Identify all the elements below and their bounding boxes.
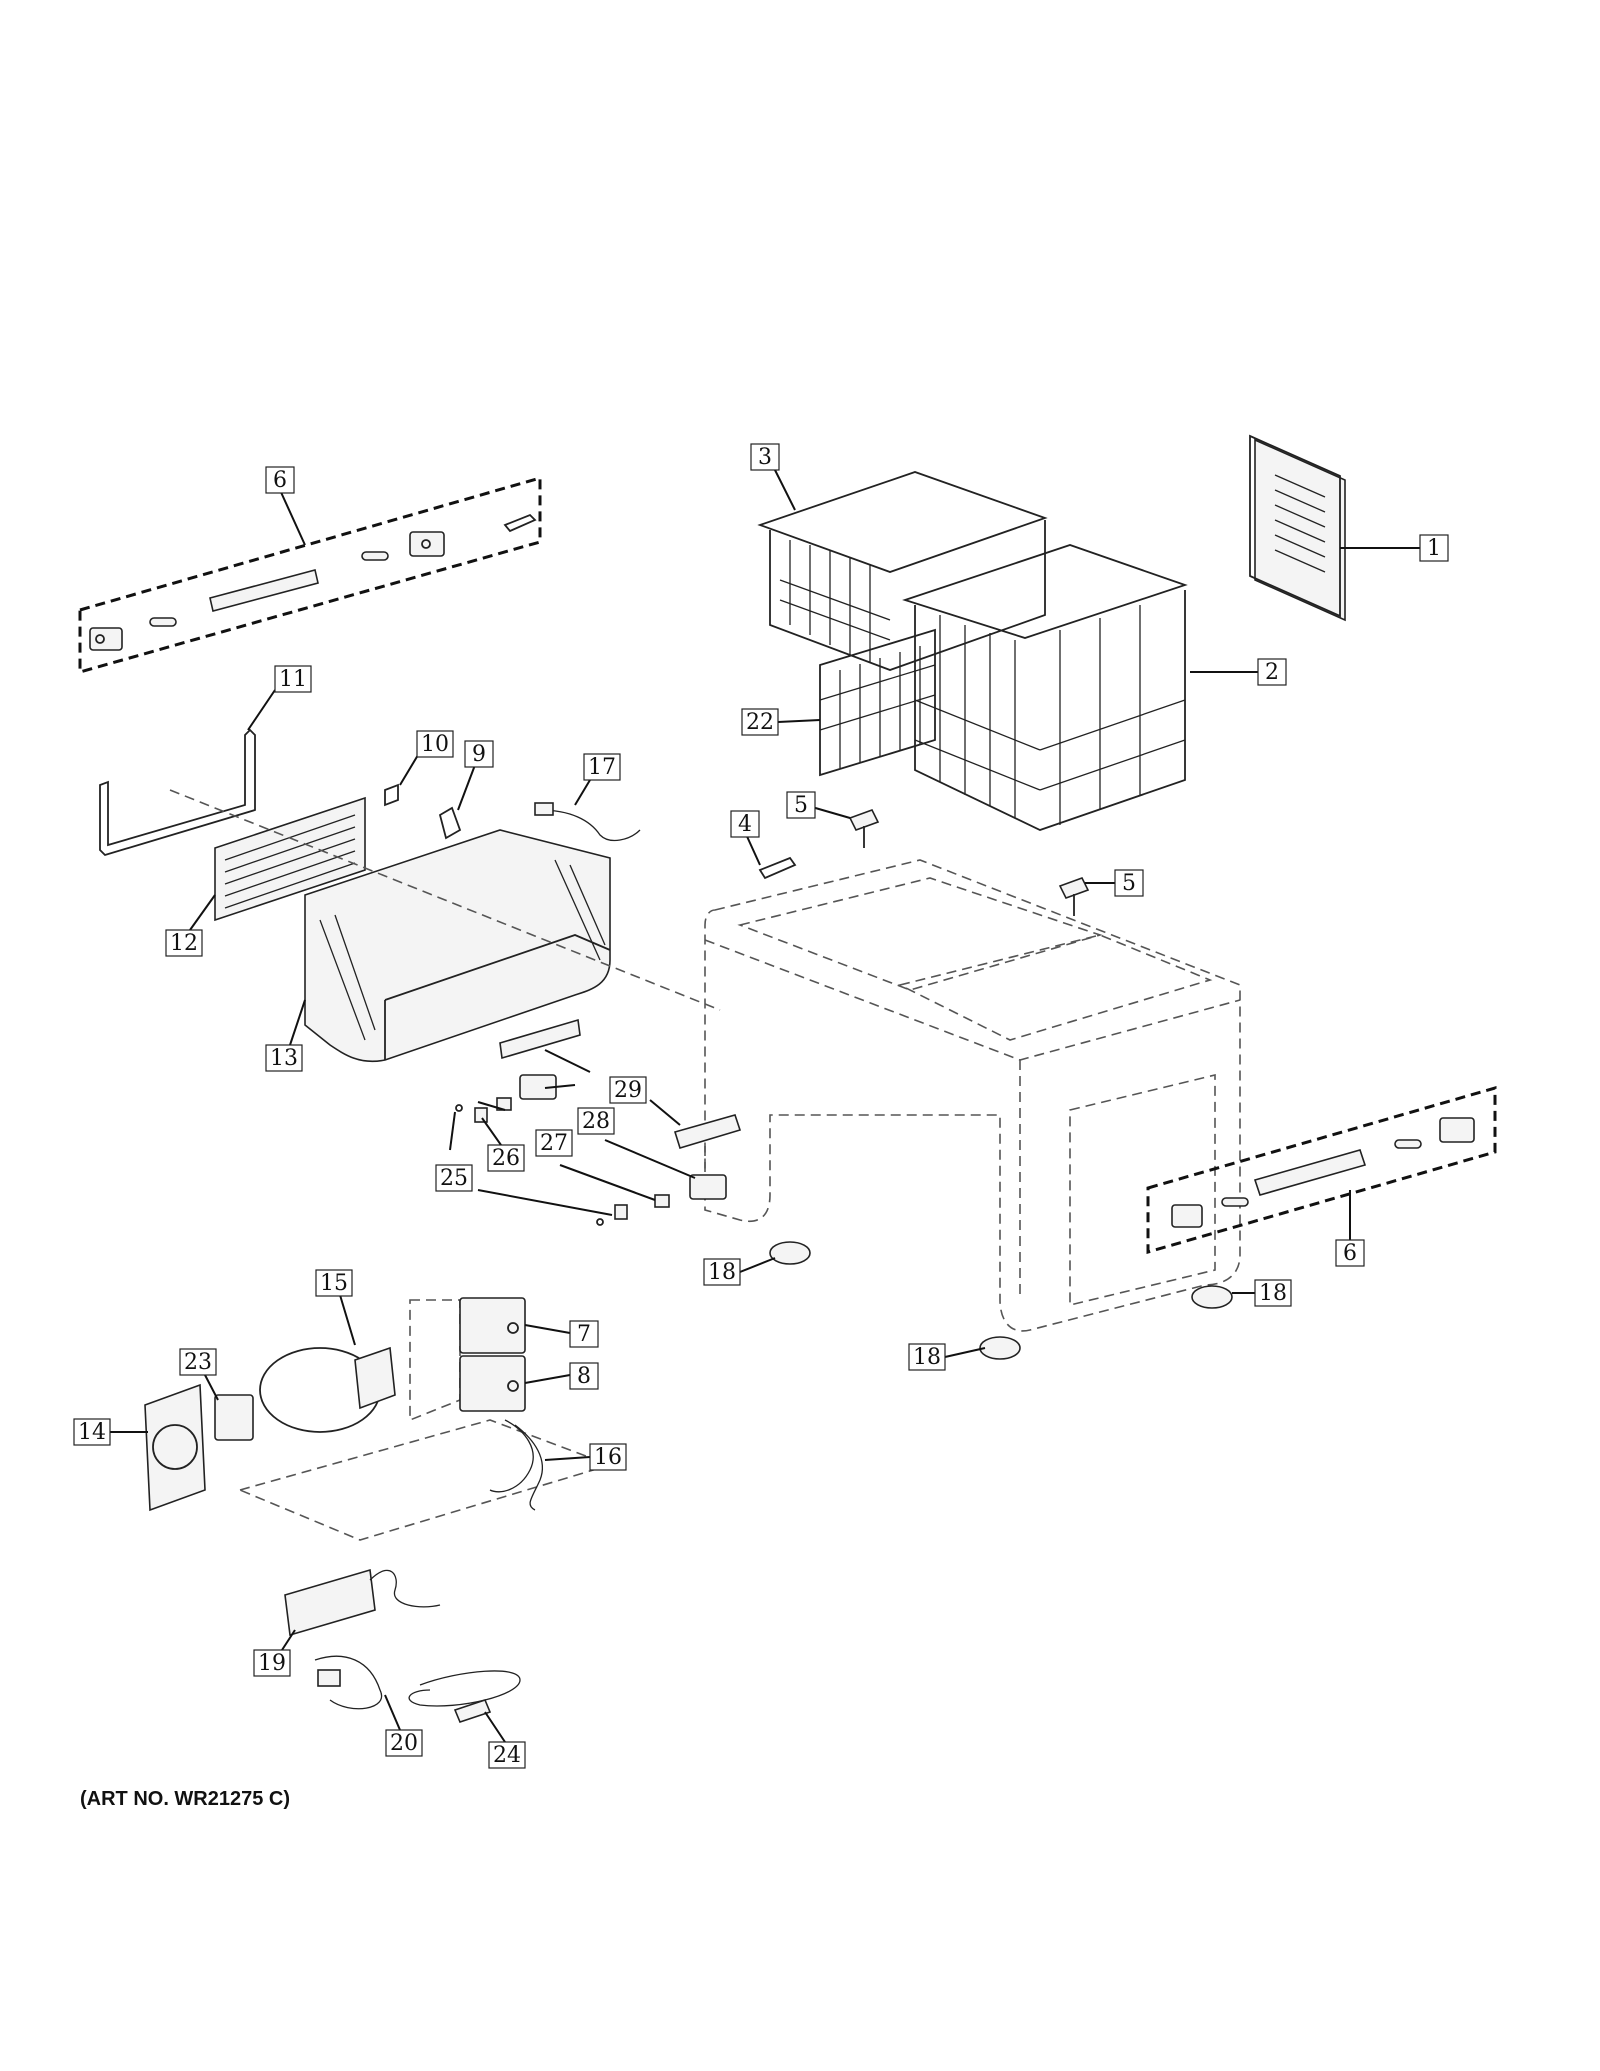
callout-18c: 18: [908, 1343, 946, 1371]
callout-15: 15: [315, 1269, 353, 1297]
callout-19: 19: [253, 1649, 291, 1677]
hinge-kit-right: [1146, 1086, 1497, 1254]
svg-text:28: 28: [582, 1109, 610, 1134]
callout-22: 22: [741, 708, 779, 736]
baskets: [757, 471, 1188, 831]
foot-right: [1191, 1285, 1233, 1309]
hinge-pin-b: [1058, 877, 1090, 916]
callout-16: 16: [589, 1443, 627, 1471]
svg-text:13: 13: [270, 1046, 298, 1071]
svg-text:7: 7: [577, 1322, 591, 1347]
callout-28: 28: [577, 1107, 615, 1135]
callout-10: 10: [416, 730, 454, 758]
svg-text:16: 16: [594, 1445, 622, 1470]
callout-24: 24: [488, 1741, 526, 1769]
svg-text:18: 18: [1259, 1281, 1287, 1306]
callout-26: 26: [487, 1144, 525, 1172]
callout-6b: 6: [1335, 1239, 1365, 1267]
svg-text:4: 4: [738, 812, 752, 837]
callout-3: 3: [750, 443, 780, 471]
callout-5b: 5: [1114, 869, 1144, 897]
svg-text:15: 15: [320, 1271, 348, 1296]
latch-part: [758, 856, 797, 880]
callout-27: 27: [535, 1129, 573, 1157]
callout-1: 1: [1419, 534, 1449, 562]
svg-text:9: 9: [472, 742, 486, 767]
leader-lines: [110, 469, 1420, 1743]
compressor-assembly: [144, 1297, 613, 1541]
svg-text:12: 12: [170, 931, 198, 956]
svg-text:1: 1: [1427, 536, 1441, 561]
bracket-and-grille: [99, 728, 641, 922]
svg-text:14: 14: [78, 1420, 106, 1445]
svg-text:10: 10: [421, 732, 449, 757]
foot-front: [979, 1336, 1021, 1360]
svg-text:8: 8: [577, 1364, 591, 1389]
svg-text:5: 5: [1122, 871, 1136, 896]
svg-text:23: 23: [184, 1350, 212, 1375]
svg-text:25: 25: [440, 1166, 468, 1191]
svg-text:11: 11: [279, 667, 307, 692]
callout-20: 20: [385, 1729, 423, 1757]
svg-text:6: 6: [1343, 1241, 1357, 1266]
hinge-kit-top: [78, 476, 542, 674]
callout-13: 13: [265, 1044, 303, 1072]
machine-compartment-cover: [304, 829, 611, 1063]
svg-text:2: 2: [1265, 660, 1279, 685]
callout-25: 25: [435, 1164, 473, 1192]
svg-text:17: 17: [588, 755, 616, 780]
callout-18a: 18: [703, 1258, 741, 1286]
svg-text:20: 20: [390, 1731, 418, 1756]
callout-11: 11: [274, 665, 312, 693]
art-number-label: (ART NO. WR21275 C): [80, 1788, 291, 1810]
hinge-pin-a: [848, 809, 880, 848]
svg-text:3: 3: [758, 445, 772, 470]
svg-text:29: 29: [614, 1078, 642, 1103]
svg-text:24: 24: [493, 1743, 521, 1768]
svg-text:19: 19: [258, 1651, 286, 1676]
callout-14: 14: [73, 1418, 111, 1446]
callout-5a: 5: [786, 791, 816, 819]
callout-6a: 6: [265, 466, 295, 494]
callout-23: 23: [179, 1348, 217, 1376]
freezer-cabinet: [704, 859, 1241, 1332]
callout-29: 29: [609, 1076, 647, 1104]
power-accessories: [284, 1568, 521, 1723]
svg-text:27: 27: [540, 1131, 568, 1156]
callout-9: 9: [464, 740, 494, 768]
svg-text:26: 26: [492, 1146, 520, 1171]
callout-18b: 18: [1254, 1279, 1292, 1307]
svg-text:22: 22: [746, 710, 774, 735]
callout-4: 4: [730, 810, 760, 838]
foot-left: [769, 1241, 811, 1265]
callout-17: 17: [583, 753, 621, 781]
callout-2: 2: [1257, 658, 1287, 686]
svg-text:5: 5: [794, 793, 808, 818]
callout-12: 12: [165, 929, 203, 957]
callout-7: 7: [569, 1320, 599, 1348]
svg-text:18: 18: [913, 1345, 941, 1370]
svg-text:18: 18: [708, 1260, 736, 1285]
svg-text:6: 6: [273, 468, 287, 493]
owners-manual: [1249, 434, 1346, 622]
control-parts: [455, 1018, 742, 1226]
callout-8: 8: [569, 1362, 599, 1390]
